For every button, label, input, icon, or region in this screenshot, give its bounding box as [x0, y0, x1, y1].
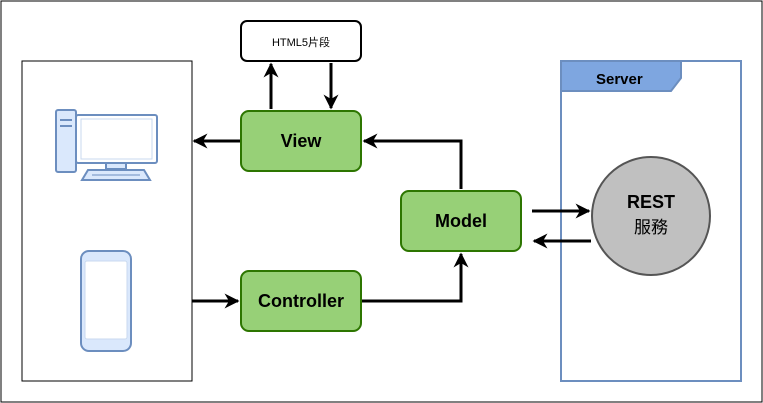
html5-fragment-node [240, 20, 362, 62]
model-label: Model [435, 211, 487, 231]
arrow-model-to-view [362, 133, 463, 189]
server-label: Server [596, 71, 643, 88]
connectors [192, 62, 591, 309]
controller-node [240, 270, 362, 332]
rest-subtitle: 服務 [634, 218, 668, 237]
smartphone-icon [80, 250, 132, 352]
desktop-computer-icon [55, 109, 158, 181]
controller-label: Controller [258, 291, 344, 311]
view-label: View [281, 131, 323, 151]
rest-service-node [591, 156, 711, 276]
arrow-controller-to-model [362, 252, 469, 303]
server-container [560, 60, 742, 382]
rest-title: REST [627, 192, 675, 212]
view-node [240, 110, 362, 172]
html5-fragment-label: HTML5片段 [272, 35, 330, 49]
model-node [400, 190, 522, 252]
